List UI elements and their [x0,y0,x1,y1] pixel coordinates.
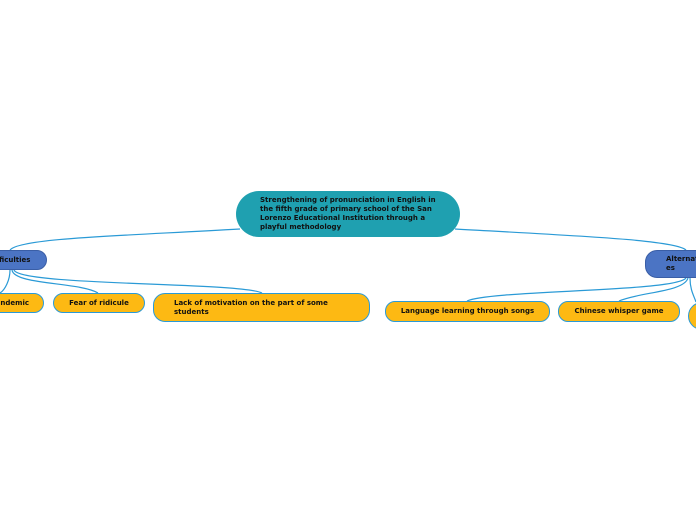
connector-right-cut [689,277,696,303]
subtopic-pandemic[interactable]: ndemic [0,293,44,313]
subtopic-fear-of-ridicule-text: Fear of ridicule [69,298,129,307]
subtopic-lack-of-motivation[interactable]: Lack of motivation on the part of some s… [153,293,370,322]
connector-central-right [454,228,687,251]
central-topic[interactable]: Strengthening of pronunciation in Englis… [236,191,460,237]
connector-left-motivation [13,269,263,294]
central-topic-text: Strengthening of pronunciation in Englis… [260,196,436,231]
connector-left-pandemic [0,269,11,294]
subtopic-pandemic-text: ndemic [0,298,29,307]
main-topic-difficulties-text: ficulties [0,255,31,264]
subtopic-language-learning-songs-text: Language learning through songs [400,307,535,315]
subtopic-chinese-whisper[interactable]: Chinese whisper game [558,301,680,322]
connector-left-ridicule [11,269,99,294]
main-topic-difficulties[interactable]: ficulties [0,250,47,270]
connector-central-left [9,228,241,251]
main-topic-alternatives[interactable]: Alternati es [645,250,696,278]
connector-right-whisper [618,277,689,302]
main-topic-alternatives-text: Alternati es [666,255,696,272]
subtopic-language-learning-songs[interactable]: Language learning through songs [385,301,550,322]
subtopic-lack-of-motivation-text: Lack of motivation on the part of some s… [174,298,328,316]
connector-right-songs [466,277,687,302]
subtopic-fear-of-ridicule[interactable]: Fear of ridicule [53,293,145,313]
subtopic-chinese-whisper-text: Chinese whisper game [574,307,664,315]
